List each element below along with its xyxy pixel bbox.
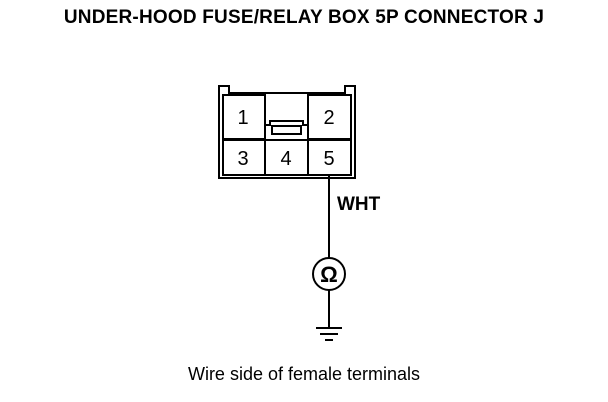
terminal-3: 3 xyxy=(237,148,248,170)
wire-color-label: WHT xyxy=(337,194,381,215)
terminal-5: 5 xyxy=(323,148,334,170)
diagram-caption: Wire side of female terminals xyxy=(187,364,421,384)
ground-icon xyxy=(316,327,342,341)
connector-housing xyxy=(218,85,356,179)
terminal-2: 2 xyxy=(323,107,334,129)
ohmmeter-icon: Ω xyxy=(312,257,346,291)
terminal-4: 4 xyxy=(280,148,291,170)
ohm-symbol: Ω xyxy=(320,262,338,287)
diagram-title: UNDER-HOOD FUSE/RELAY BOX 5P CONNECTOR J xyxy=(63,7,545,28)
terminal-1: 1 xyxy=(237,107,248,129)
